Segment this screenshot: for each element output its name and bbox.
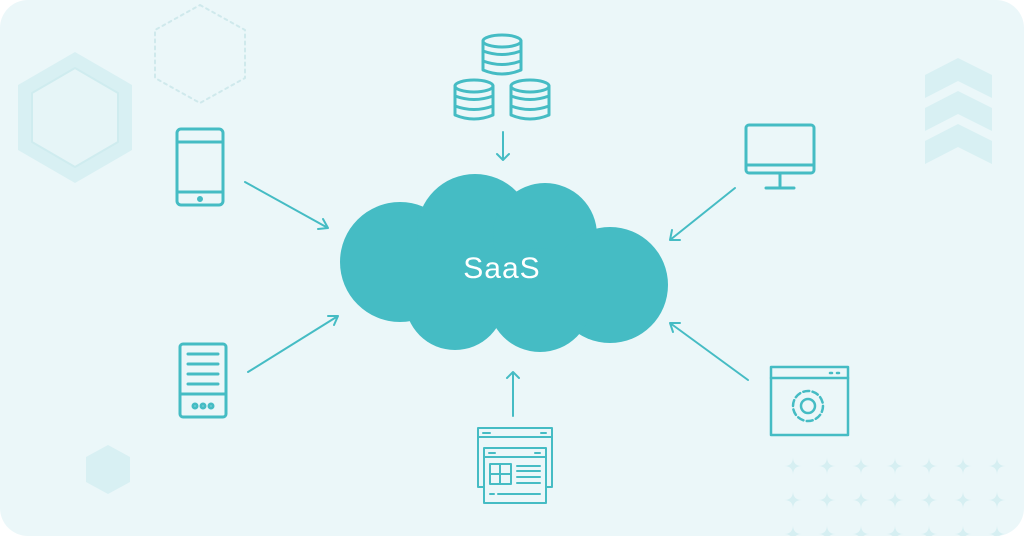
monitor-icon — [744, 123, 816, 190]
arrow-from-server — [247, 315, 339, 373]
sparkle — [954, 457, 972, 475]
sparkle — [988, 525, 1006, 536]
browser-window-icon — [477, 427, 553, 504]
sparkle — [784, 457, 802, 475]
sparkle — [784, 525, 802, 536]
arrow-from-settings — [669, 322, 749, 381]
sparkle — [920, 491, 938, 509]
sparkle — [954, 491, 972, 509]
sparkle — [954, 525, 972, 536]
arrow-from-database — [496, 131, 510, 161]
sparkle — [852, 491, 870, 509]
arrow-from-browser — [506, 371, 520, 417]
arrow-from-tablet — [244, 181, 329, 230]
sparkle — [920, 525, 938, 536]
sparkle — [988, 457, 1006, 475]
sparkle — [886, 457, 904, 475]
decor-dashed-hexagon — [154, 4, 246, 104]
arrows — [244, 131, 749, 417]
sparkle — [784, 491, 802, 509]
cloud-label: SaaS — [463, 252, 541, 285]
tablet-icon — [175, 127, 225, 207]
saas-cloud — [340, 174, 668, 352]
server-icon — [178, 342, 228, 419]
sparkle — [818, 525, 836, 536]
sparkle — [988, 491, 1006, 509]
settings-window-icon — [769, 365, 850, 437]
decor-hexagons — [18, 52, 132, 494]
sparkle — [886, 525, 904, 536]
decor-sparkles — [784, 457, 1006, 536]
sparkle — [818, 457, 836, 475]
arrow-from-monitor — [669, 187, 736, 241]
sparkle — [852, 525, 870, 536]
database-icon — [453, 33, 551, 121]
sparkle — [852, 457, 870, 475]
sparkle — [920, 457, 938, 475]
sparkle — [818, 491, 836, 509]
sparkle — [886, 491, 904, 509]
decor-chevrons — [925, 58, 992, 164]
